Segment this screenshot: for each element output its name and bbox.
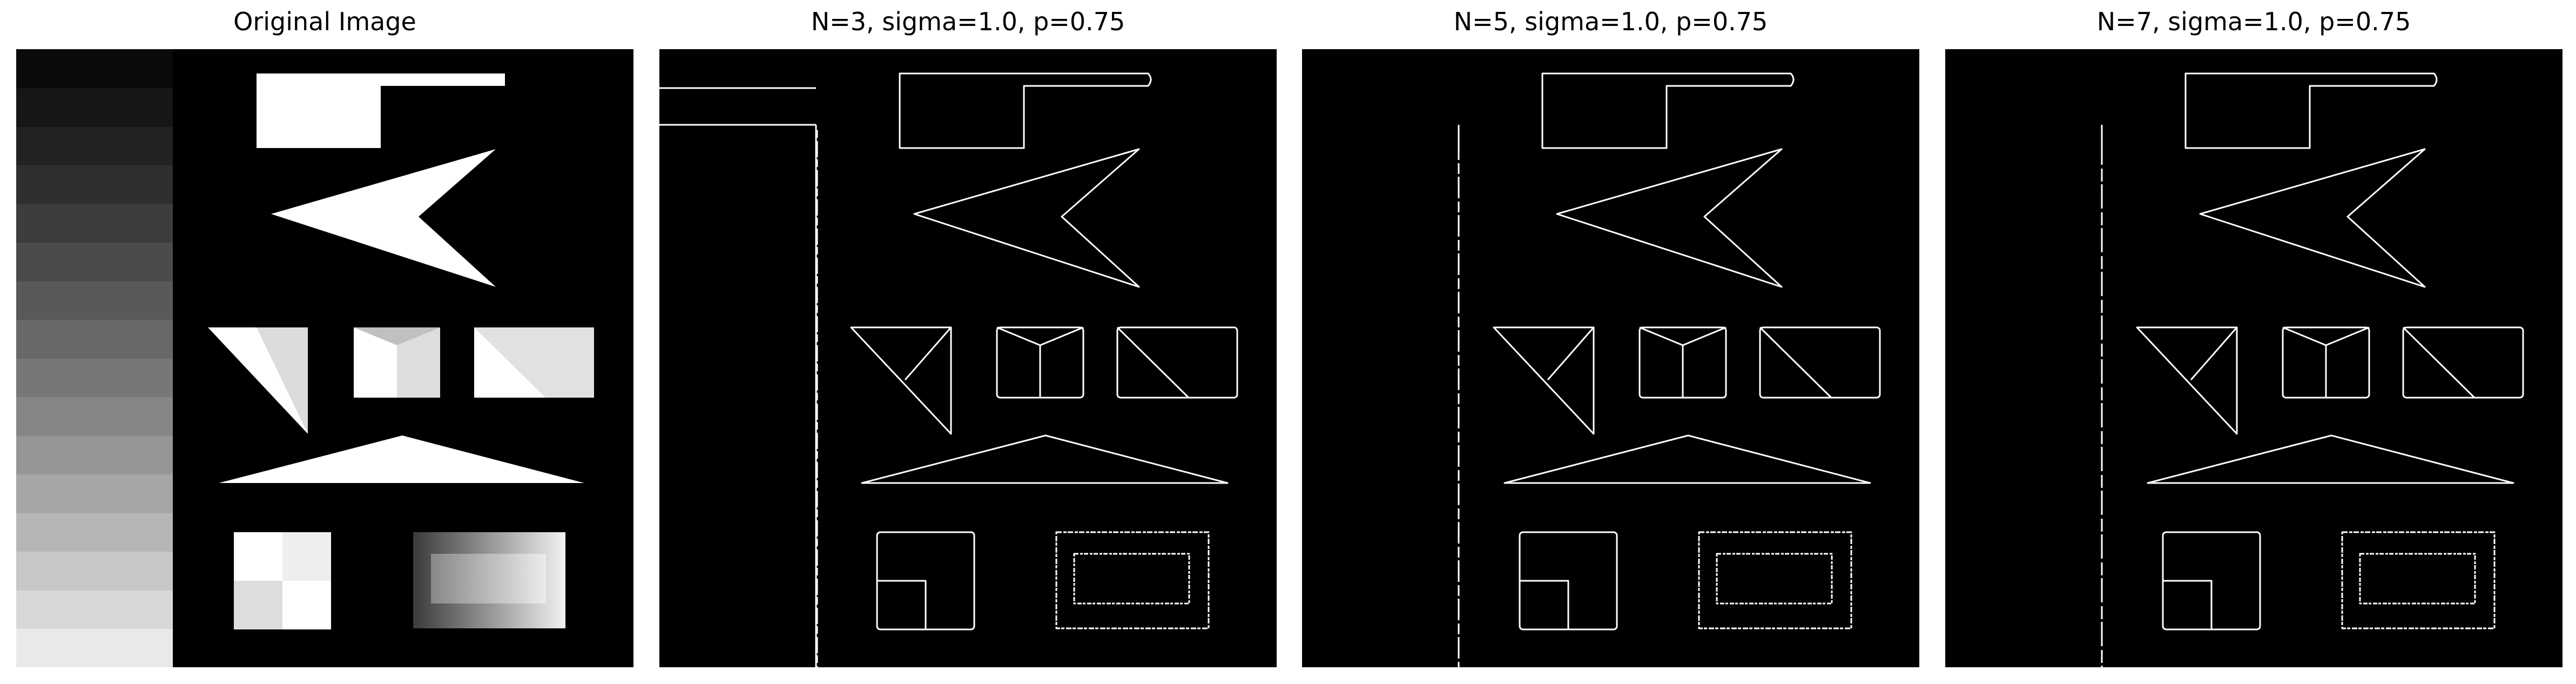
panel-edges-n3: N=3, sigma=1.0, p=0.75 <box>659 0 1277 684</box>
panel-edges-n7: N=7, sigma=1.0, p=0.75 <box>1945 0 2562 684</box>
panel-edges-n5: N=5, sigma=1.0, p=0.75 <box>1302 0 1919 684</box>
grayscale-wedge <box>16 49 173 667</box>
panel-original: Original Image <box>16 0 633 684</box>
image-edges-n7 <box>1945 49 2562 667</box>
image-edges-n3 <box>659 49 1277 667</box>
panel-title: N=7, sigma=1.0, p=0.75 <box>2096 7 2411 36</box>
image-original <box>16 49 633 667</box>
image-edges-n5 <box>1302 49 1919 667</box>
panel-title: N=5, sigma=1.0, p=0.75 <box>1453 7 1768 36</box>
panel-title: Original Image <box>233 7 416 36</box>
panel-title: N=3, sigma=1.0, p=0.75 <box>811 7 1125 36</box>
